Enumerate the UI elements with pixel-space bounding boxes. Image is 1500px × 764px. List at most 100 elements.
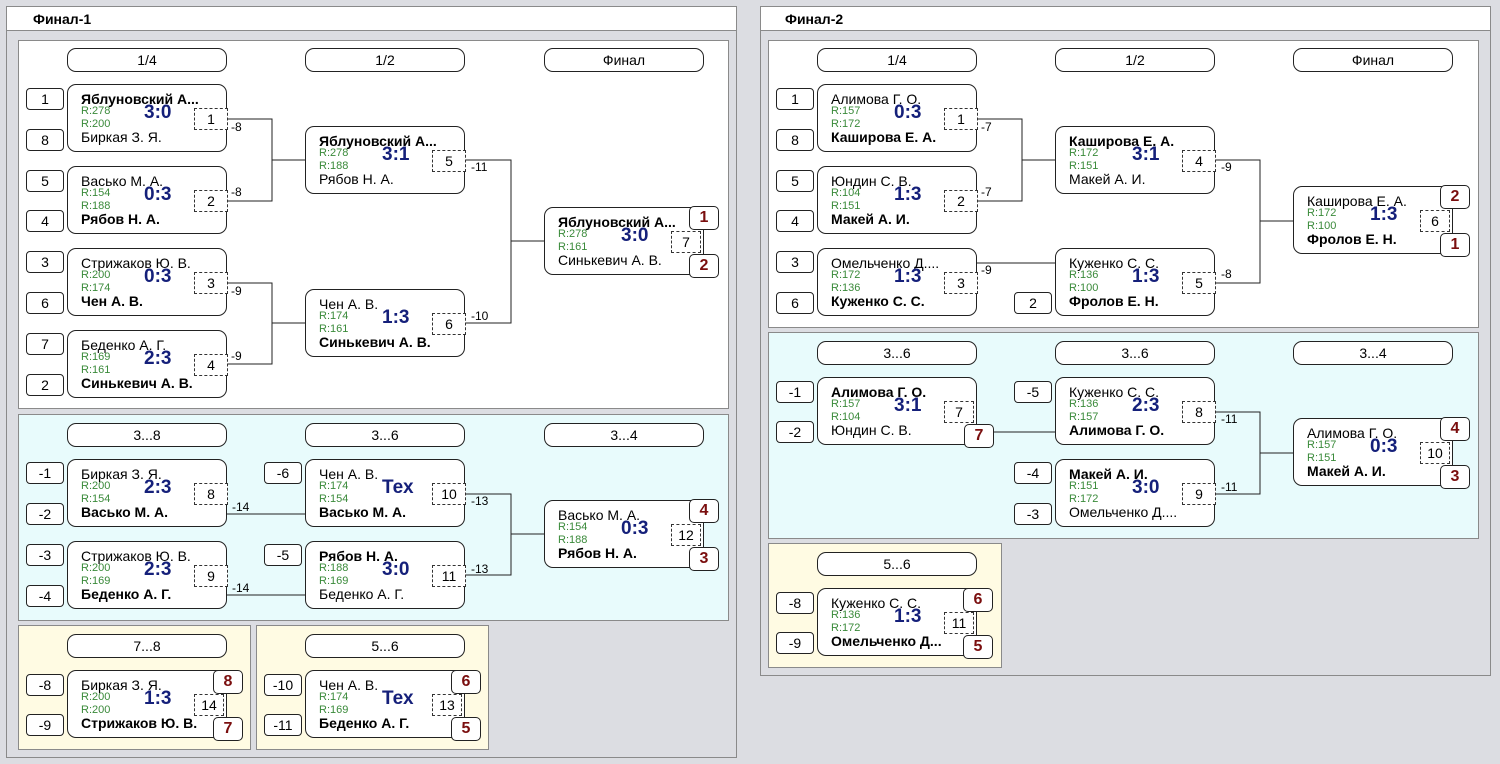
match-score: 3:1 <box>382 144 410 165</box>
match-card[interactable]: Алимова Г. О. R:157 R:104 3:1 7 Юндин С.… <box>817 377 977 445</box>
f1-cons-seed: -2 <box>26 503 64 525</box>
f2-cons-seed: -4 <box>1014 462 1052 484</box>
place-badge: 6 <box>451 670 481 694</box>
player2-name: Васько М. А. <box>81 504 168 520</box>
player1-rating: R:172 <box>831 269 861 281</box>
player1-name: Васько М. А. <box>81 173 164 189</box>
match-card[interactable]: Биркая З. Я. R:200 R:154 2:3 8 Васько М.… <box>67 459 228 527</box>
player2-name: Беденко А. Г. <box>319 715 410 731</box>
match-number: 11 <box>432 565 466 587</box>
match-number: 7 <box>944 401 974 423</box>
player1-name: Чен А. В. <box>319 677 379 693</box>
f2-seed: 4 <box>776 210 814 232</box>
player2-name: Беденко А. Г. <box>319 586 405 602</box>
match-card[interactable]: Васько М. А. R:154 R:188 0:3 2 Рябов Н. … <box>67 166 228 234</box>
match-card[interactable]: Куженко С. С. R:136 R:157 2:3 8 Алимова … <box>1055 377 1216 445</box>
player2-name: Рябов Н. А. <box>319 171 394 187</box>
player2-name: Синькевич А. В. <box>319 334 431 350</box>
player2-name: Каширова Е. А. <box>831 129 937 145</box>
match-card[interactable]: Рябов Н. А. R:188 R:169 3:0 11 Беденко А… <box>305 541 466 609</box>
player2-rating: R:151 <box>1307 452 1337 464</box>
player1-rating: R:172 <box>1307 207 1337 219</box>
match-card[interactable]: Юндин С. В. R:104 R:151 1:3 2 Макей А. И… <box>817 166 978 234</box>
final1-title-bar <box>7 7 736 31</box>
player1-rating: R:172 <box>1069 147 1099 159</box>
player1-name: Куженко С. С. <box>831 595 922 611</box>
player1-rating: R:174 <box>319 691 349 703</box>
player1-rating: R:136 <box>1069 398 1099 410</box>
player2-rating: R:169 <box>319 575 349 587</box>
f2-cons-seed: -1 <box>776 381 814 403</box>
f1-seed: 6 <box>26 292 64 314</box>
loser-label: -11 <box>471 160 488 174</box>
player1-name: Макей А. И. <box>1069 466 1148 482</box>
match-card[interactable]: Стрижаков Ю. В. R:200 R:174 0:3 3 Чен А.… <box>67 248 228 316</box>
match-card[interactable]: Васько М. А. R:154 R:188 0:3 12 Рябов Н.… <box>544 500 704 568</box>
place-badge: 3 <box>1440 465 1470 489</box>
f1-cons-seed: -3 <box>26 544 64 566</box>
f2-p56-header: 5...6 <box>817 552 977 576</box>
player2-rating: R:100 <box>1069 282 1099 294</box>
player2-rating: R:151 <box>831 200 861 212</box>
match-card[interactable]: Яблуновский А... R:278 R:161 3:0 7 Синьк… <box>544 207 704 275</box>
match-score: 1:3 <box>894 606 922 627</box>
match-score: 1:3 <box>894 184 922 205</box>
player2-rating: R:188 <box>81 200 111 212</box>
match-card[interactable]: Алимова Г. О. R:157 R:151 0:3 10 Макей А… <box>1293 418 1453 486</box>
player1-rating: R:278 <box>558 228 588 240</box>
player2-rating: R:154 <box>81 493 111 505</box>
match-number: 5 <box>1182 272 1216 294</box>
match-score: 3:1 <box>894 395 922 416</box>
player2-rating: R:161 <box>81 364 111 376</box>
match-score: 3:0 <box>621 225 649 246</box>
f2-seed: 3 <box>776 251 814 273</box>
player1-name: Каширова Е. А. <box>1307 193 1407 209</box>
player1-name: Яблуновский А... <box>558 214 676 230</box>
player1-rating: R:200 <box>81 480 111 492</box>
player2-name: Синькевич А. В. <box>81 375 193 391</box>
match-card[interactable]: Алимова Г. О. R:157 R:172 0:3 1 Каширова… <box>817 84 978 152</box>
match-score: 3:0 <box>382 559 410 580</box>
player2-rating: R:172 <box>831 118 861 130</box>
match-number: 2 <box>944 190 978 212</box>
final2-title-bar <box>761 7 1490 31</box>
match-card[interactable]: Стрижаков Ю. В. R:200 R:169 2:3 9 Беденк… <box>67 541 228 609</box>
player2-rating: R:172 <box>831 622 861 634</box>
f2-cons-seed: -3 <box>1014 503 1052 525</box>
player1-name: Беденко А. Г. <box>81 337 167 353</box>
f2-cons-header: 3...4 <box>1293 341 1453 365</box>
match-card[interactable]: Омельченко Д.... R:172 R:136 1:3 3 Кужен… <box>817 248 978 316</box>
f1-p56-seed: -11 <box>264 714 302 736</box>
match-card[interactable]: Макей А. И. R:151 R:172 3:0 9 Омельченко… <box>1055 459 1216 527</box>
match-number: 3 <box>944 272 978 294</box>
player1-rating: R:278 <box>81 105 111 117</box>
match-card[interactable]: Яблуновский А... R:278 R:188 3:1 5 Рябов… <box>305 126 466 194</box>
player2-name: Синькевич А. В. <box>558 252 662 268</box>
match-card[interactable]: Чен А. В. R:174 R:154 Тех 10 Васько М. А… <box>305 459 466 527</box>
player2-name: Макей А. И. <box>1069 171 1146 187</box>
match-number: 8 <box>194 483 228 505</box>
loser-label: -9 <box>231 349 242 363</box>
match-card[interactable]: Каширова Е. А. R:172 R:151 3:1 4 Макей А… <box>1055 126 1216 194</box>
match-card[interactable]: Яблуновский А... R:278 R:200 3:0 1 Бирка… <box>67 84 228 152</box>
match-card[interactable]: Чен А. В. R:174 R:169 Тех 13 Беденко А. … <box>305 670 465 738</box>
match-score: 0:3 <box>144 266 172 287</box>
match-number: 3 <box>194 272 228 294</box>
loser-label: -14 <box>232 581 250 595</box>
match-card[interactable]: Чен А. В. R:174 R:161 1:3 6 Синькевич А.… <box>305 289 466 357</box>
match-card[interactable]: Каширова Е. А. R:172 R:100 1:3 6 Фролов … <box>1293 186 1453 254</box>
f1-header-quarter: 1/4 <box>67 48 227 72</box>
player2-rating: R:200 <box>81 118 111 130</box>
match-card[interactable]: Куженко С. С. R:136 R:172 1:3 11 Омельче… <box>817 588 977 656</box>
player1-name: Каширова Е. А. <box>1069 133 1175 149</box>
match-card[interactable]: Беденко А. Г. R:169 R:161 2:3 4 Синькеви… <box>67 330 228 398</box>
loser-label: -11 <box>1221 480 1238 494</box>
place-badge: 7 <box>213 717 243 741</box>
match-card[interactable]: Биркая З. Я. R:200 R:200 1:3 14 Стрижако… <box>67 670 227 738</box>
final1-title: Финал-1 <box>33 11 92 27</box>
player1-rating: R:157 <box>831 398 861 410</box>
f1-cons-seed: -6 <box>264 462 302 484</box>
match-card[interactable]: Куженко С. С. R:136 R:100 1:3 5 Фролов Е… <box>1055 248 1216 316</box>
f2-seed: 6 <box>776 292 814 314</box>
f1-p78-seed: -9 <box>26 714 64 736</box>
